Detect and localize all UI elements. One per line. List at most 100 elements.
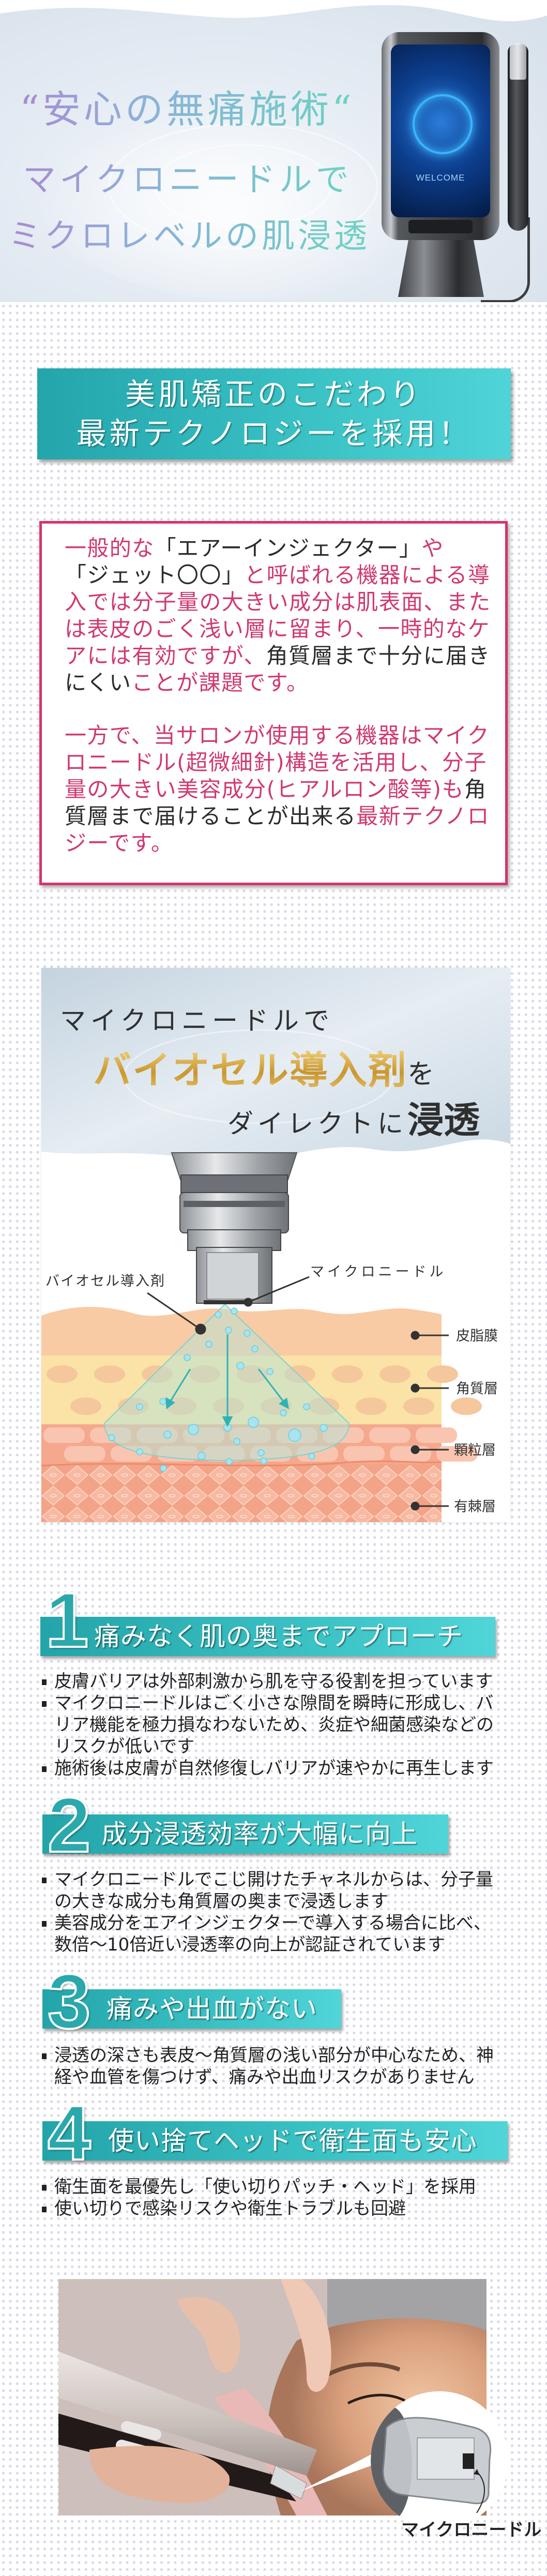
serum-bubble — [308, 1453, 315, 1460]
highlighted-text: ジーです。 — [65, 830, 174, 856]
bullet-item: マイクロニードルはごく小さな隙間を瞬時に形成し、バリア機能を極力損なわないため、… — [42, 1692, 507, 1758]
explanation-paragraph: 一般的な「エアーインジェクター」や「ジェット〇〇」と呼ばれる機器による導入では分… — [65, 535, 505, 696]
bullet-square-icon — [42, 1921, 47, 1927]
serum-bubble — [260, 1457, 267, 1465]
serum-bubble — [197, 1452, 206, 1460]
hero-subline-1: マイクロニードルで — [23, 153, 353, 201]
corneum-cell — [451, 1397, 482, 1415]
highlighted-text: ロニードル(超微細針)構造を活用し、分子 — [65, 750, 487, 775]
bullet-square-icon — [42, 1766, 47, 1772]
penetration-diagram: バイオセル導入剤 マイクロニードル 皮脂膜 角質層 顆粒層 有棘層 マイクロニー… — [41, 968, 510, 1522]
bullet-text: 皮膚バリアは外部刺激から肌を守る役割を担っています — [54, 1671, 493, 1692]
hero-section: “安心の無痛施術“ マイクロニードルで ミクロレベルの肌浸透 WELCOME — [0, 0, 547, 302]
bullet-item: 皮膚バリアは外部刺激から肌を守る役割を担っています — [42, 1671, 507, 1692]
bullet-text: 浸透の深さも表皮〜角質層の浅い部分が中心なため、神 — [54, 2045, 494, 2066]
layer-label-granular: 顆粒層 — [454, 1442, 496, 1458]
serum-bubble — [251, 1345, 259, 1352]
bullet-item: 浸透の深さも表皮〜角質層の浅い部分が中心なため、神経や血管を傷つけず、痛みや出血… — [42, 2045, 507, 2088]
device-cable — [481, 217, 530, 302]
section-title-banner: 美肌矯正のこだわり 最新テクノロジーを採用！ — [37, 368, 511, 459]
corneum-cell — [94, 1365, 125, 1383]
bullet-text: リスクが低いです — [54, 1736, 194, 1757]
serum-bubble — [257, 1449, 265, 1456]
diagram-title-particle: を — [407, 1059, 435, 1090]
serum-bubble — [280, 1409, 287, 1417]
bullet-item: 施術後は皮膚が自然修復しバリアが速やかに再生します — [42, 1758, 507, 1779]
bullet-text: 施術後は皮膚が自然修復しバリアが速やかに再生します — [54, 1758, 494, 1779]
point-title: 痛みなく肌の奥までアプローチ — [94, 1621, 463, 1651]
label-microneedle: マイクロニードル — [310, 1264, 446, 1280]
explanation-box: 一般的な「エアーインジェクター」や「ジェット〇〇」と呼ばれる機器による導入では分… — [39, 521, 508, 885]
highlighted-text: と呼ばれる機器による導 — [244, 562, 491, 588]
point-number: 3 — [47, 1958, 92, 2045]
highlighted-text: 一方で、当サロンが使用する機器はマイク — [65, 723, 490, 748]
serum-bubble — [159, 1398, 166, 1405]
corneum-cell — [403, 1397, 434, 1415]
serum-bubble — [288, 1428, 301, 1442]
granular-cell — [43, 1427, 85, 1443]
bullet-square-icon — [42, 2053, 47, 2059]
diagram-title-line-2: バイオセル導入剤を — [93, 1039, 434, 1095]
point-bullet-list: 浸透の深さも表皮〜角質層の浅い部分が中心なため、神経や血管を傷つけず、痛みや出血… — [42, 2045, 507, 2088]
bullet-item: 美容成分をエアインジェクターで導入する場合に比べ、数倍〜10倍近い浸透率の向上が… — [42, 1912, 507, 1956]
explanation-line: 質層まで届けることが出来る最新テクノロ — [65, 803, 505, 830]
bullet-text: 衛生面を最優先し「使い切りパッチ・ヘッド」を採用 — [54, 2177, 476, 2197]
diagram-title-emphasis: 浸透 — [407, 1098, 480, 1141]
serum-bubble — [303, 1403, 310, 1410]
serum-bubble — [215, 1311, 222, 1318]
bullet-square-icon — [42, 2185, 47, 2191]
diagram-title-line-1: マイクロニードルで — [60, 1006, 334, 1036]
corneum-cell — [427, 1365, 458, 1383]
point-title: 使い捨てヘッドで衛生面も安心 — [108, 2126, 477, 2156]
explanation-line: は表皮のごく浅い層に留まり、一時的なケ — [65, 616, 505, 643]
bullet-text: 経や血管を傷つけず、痛みや出血リスクがありません — [54, 2067, 475, 2088]
point-bullet-list: マイクロニードルでこじ開けたチャネルからは、分子量の大きな成分も角質層の奥まで浸… — [42, 1869, 507, 1956]
water-header-background — [41, 968, 510, 1163]
bullet-text: マイクロニードルでこじ開けたチャネルからは、分子量 — [54, 1869, 493, 1890]
point-title: 成分浸透効率が大幅に向上 — [101, 1819, 418, 1849]
diagram-title-line-3-prefix: ダイレクトに — [227, 1109, 407, 1139]
serum-bubble — [188, 1424, 199, 1435]
corneum-cell — [332, 1365, 363, 1383]
serum-bubble — [184, 1354, 191, 1361]
explanation-line: アには有効ですが、角質層まで十分に届き — [65, 643, 505, 669]
explanation-line: 一般的な「エアーインジェクター」や — [65, 535, 505, 562]
point-bullet-list: 皮膚バリアは外部刺激から肌を守る役割を担っていますマイクロニードルはごく小さな隙… — [42, 1671, 507, 1779]
explanation-line: ロニードル(超微細針)構造を活用し、分子 — [65, 749, 505, 776]
bullet-text: マイクロニードルはごく小さな隙間を瞬時に形成し、バ — [54, 1693, 494, 1714]
point-banner: 痛みや出血がない — [42, 1989, 341, 2029]
point-banner: 使い捨てヘッドで衛生面も安心 — [42, 2121, 508, 2161]
bullet-square-icon — [42, 1701, 47, 1707]
device-screen-text: WELCOME — [416, 173, 465, 183]
serum-bubble — [225, 1458, 233, 1465]
device-stand — [398, 240, 484, 297]
serum-bubble — [225, 1327, 232, 1334]
leader-lines — [147, 1276, 449, 1511]
highlighted-text: は表皮のごく浅い層に留まり、一時的なケ — [65, 616, 490, 642]
hero-water-background — [0, 0, 547, 300]
serum-bubble — [248, 1417, 259, 1428]
explanation-line: にくいことが課題です。 — [65, 669, 505, 696]
section-title-line-1: 美肌矯正のこだわり — [125, 377, 423, 412]
bullet-square-icon — [42, 1878, 47, 1883]
granular-cell — [390, 1446, 431, 1462]
body-text: 角 — [464, 777, 487, 802]
microneedle-tip-closeup — [371, 2391, 508, 2529]
flow-arrows — [165, 1334, 290, 1427]
body-text: 質層まで届けることが出来る — [65, 803, 357, 829]
highlighted-text: アには有効ですが、 — [65, 643, 266, 668]
explanation-line: 量の大きい美容成分(ヒアルロン酸等)も角 — [65, 776, 505, 803]
microneedle-cartridge-image — [371, 2407, 492, 2521]
bullet-square-icon — [42, 1679, 47, 1685]
serum-bubble — [136, 1403, 143, 1410]
highlighted-text: 一般的な — [65, 535, 155, 561]
bullet-item: 衛生面を最優先し「使い切りパッチ・ヘッド」を採用 — [42, 2176, 507, 2198]
explanation-line: 一方で、当サロンが使用する機器はマイク — [65, 722, 505, 749]
label-biocell-agent: バイオセル導入剤 — [45, 1273, 165, 1289]
point-number: 1 — [44, 1576, 89, 1663]
granular-cell — [369, 1427, 411, 1443]
body-text: 「エアーインジェクター」 — [154, 535, 422, 561]
highlighted-text: 量の大きい美容成分(ヒアルロン酸等)も — [65, 777, 464, 802]
explanation-line: ジーです。 — [65, 830, 505, 857]
serum-bubbles — [108, 1307, 328, 1472]
